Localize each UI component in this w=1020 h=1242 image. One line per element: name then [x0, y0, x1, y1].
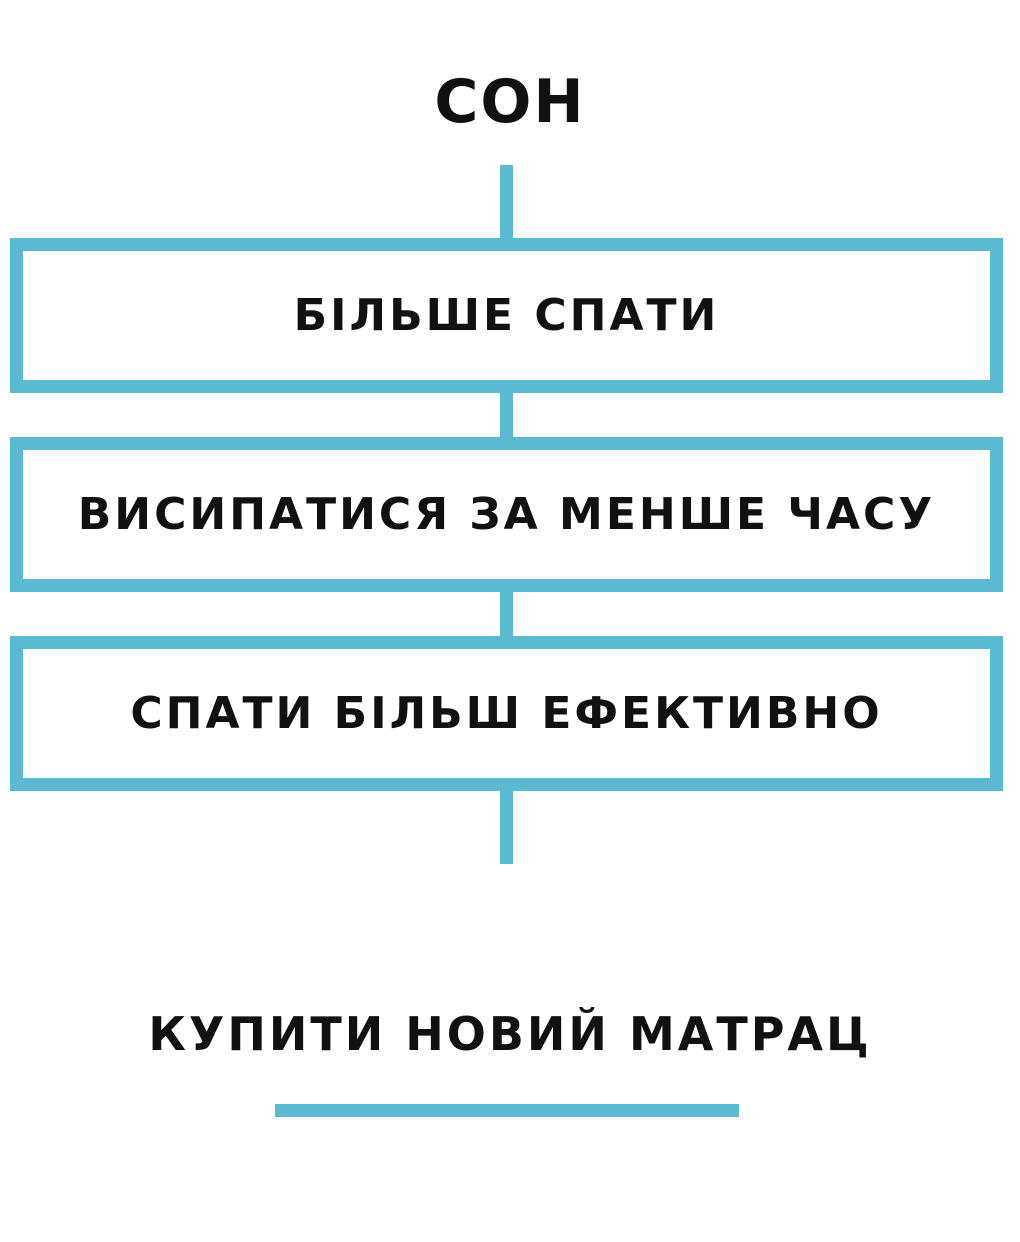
step-box-3: СПАТИ БІЛЬШ ЕФЕКТИВНО [10, 636, 1003, 791]
connector-line [500, 591, 513, 637]
diagram-title: СОН [434, 67, 586, 137]
connector-line [500, 392, 513, 438]
step-label: БІЛЬШЕ СПАТИ [293, 290, 720, 341]
connector-line [500, 790, 513, 864]
connector-line [500, 165, 513, 240]
step-label: СПАТИ БІЛЬШ ЕФЕКТИВНО [130, 688, 883, 739]
underline-divider [275, 1104, 739, 1117]
step-box-2: ВИСИПАТИСЯ ЗА МЕНШЕ ЧАСУ [10, 437, 1003, 592]
step-label: ВИСИПАТИСЯ ЗА МЕНШЕ ЧАСУ [77, 489, 936, 540]
step-box-1: БІЛЬШЕ СПАТИ [10, 238, 1003, 393]
bottom-label: КУПИТИ НОВИЙ МАТРАЦ [148, 1007, 872, 1061]
